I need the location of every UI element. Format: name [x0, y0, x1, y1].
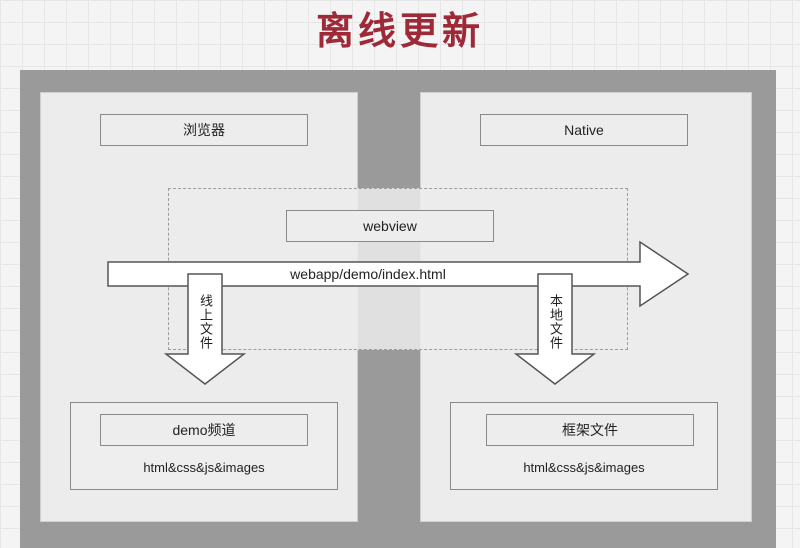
local-files-label: 本地文件 — [548, 294, 563, 350]
framework-files-content: html&css&js&images — [523, 460, 645, 475]
main-arrow-label: webapp/demo/index.html — [290, 266, 446, 282]
right-down-arrow — [513, 273, 597, 385]
framework-files-box: 框架文件 — [486, 414, 694, 446]
left-down-arrow — [163, 273, 247, 385]
webview-box: webview — [286, 210, 494, 242]
demo-channel-content: html&css&js&images — [143, 460, 265, 475]
online-files-label: 线上文件 — [198, 294, 213, 350]
native-box: Native — [480, 114, 688, 146]
demo-channel-box: demo频道 — [100, 414, 308, 446]
browser-box: 浏览器 — [100, 114, 308, 146]
diagram-title: 离线更新 — [315, 9, 484, 53]
